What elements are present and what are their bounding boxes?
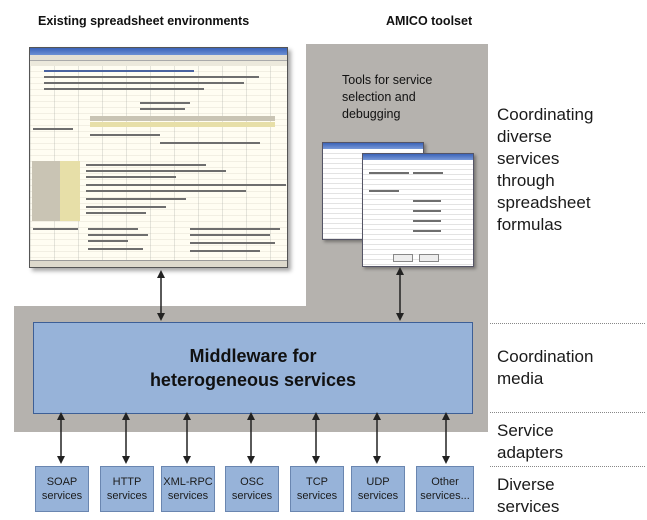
label-coordination-media: Coordination media [497, 347, 594, 388]
service-http: HTTP services [100, 466, 154, 512]
middleware-box: Middleware for heterogeneous services [33, 322, 473, 414]
tool-window-front [362, 153, 474, 267]
service-soap: SOAP services [35, 466, 89, 512]
spreadsheet-status-bar [30, 260, 287, 267]
service-osc: OSC services [225, 466, 279, 512]
service-tcp: TCP services [290, 466, 344, 512]
service-other: Other services... [416, 466, 474, 512]
spreadsheet-title-bar [30, 48, 287, 55]
label-coordinating-services: Coordinating diverse services through sp… [497, 105, 594, 234]
tools-label: Tools for service selection and debuggin… [342, 73, 433, 121]
spreadsheet-menu-bar [30, 55, 287, 61]
separator-3 [490, 466, 645, 467]
label-service-adapters: Service adapters [497, 421, 564, 462]
header-existing-spreadsheets: Existing spreadsheet environments [38, 14, 250, 28]
spreadsheet-screenshot [29, 47, 288, 268]
spreadsheet-grid [30, 66, 287, 261]
service-xml-rpc: XML-RPC services [161, 466, 215, 512]
separator-1 [490, 323, 645, 324]
service-udp: UDP services [351, 466, 405, 512]
separator-2 [490, 412, 645, 413]
header-amico-toolset: AMICO toolset [386, 14, 473, 28]
label-diverse-services: Diverse services [497, 475, 560, 516]
